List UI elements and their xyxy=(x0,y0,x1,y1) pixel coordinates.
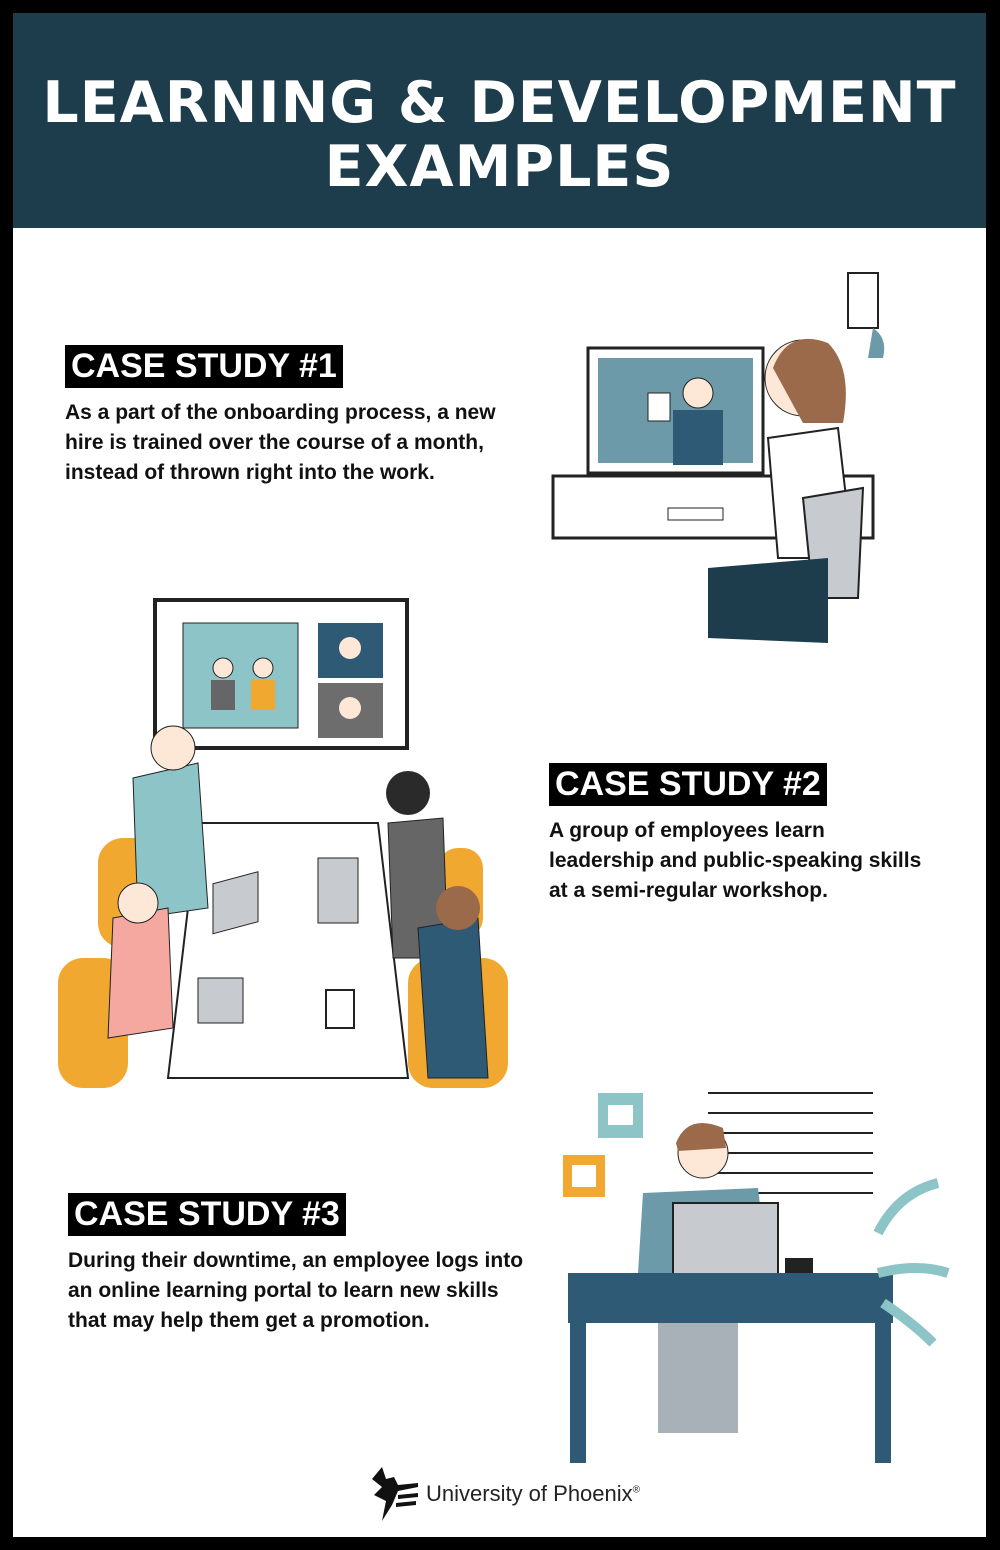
case-study-text: A group of employees learn leadership an… xyxy=(549,819,922,902)
workshop-illustration xyxy=(58,598,508,1088)
online-learning-illustration xyxy=(563,1092,950,1463)
case-study-2: CASE STUDY #2 A group of employees learn… xyxy=(549,763,929,906)
online-training-illustration xyxy=(551,272,885,643)
case-study-title: CASE STUDY #2 xyxy=(549,763,827,806)
case-study-1: CASE STUDY #1 As a part of the onboardin… xyxy=(65,345,535,488)
case-study-text: During their downtime, an employee logs … xyxy=(68,1249,524,1332)
case-study-3: CASE STUDY #3 During their downtime, an … xyxy=(68,1193,528,1336)
phoenix-logo-icon xyxy=(372,1467,418,1521)
case-study-text: As a part of the onboarding process, a n… xyxy=(65,401,496,484)
brand-name: University of Phoenix® xyxy=(426,1481,641,1506)
university-logo: University of Phoenix® xyxy=(368,1465,640,1523)
case-study-title: CASE STUDY #1 xyxy=(65,345,343,388)
case-study-title: CASE STUDY #3 xyxy=(68,1193,346,1236)
